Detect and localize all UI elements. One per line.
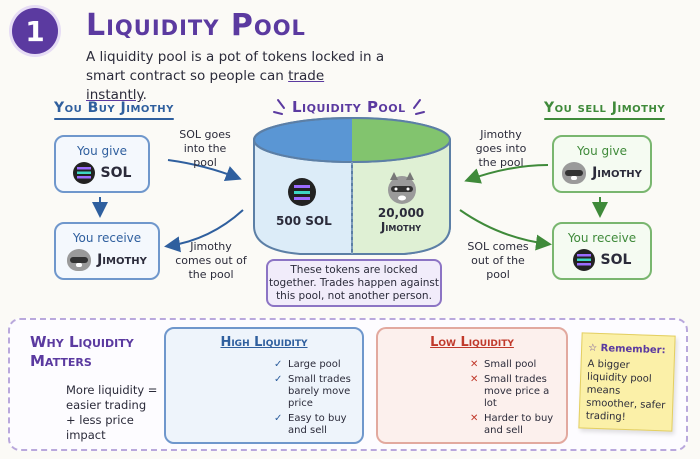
sell-heading-text: You sell Jimothy xyxy=(544,100,666,116)
sell-give-token: Jimothy xyxy=(592,165,642,181)
high-list: ✓Large pool ✓Small trades barely move pr… xyxy=(274,359,364,440)
pool-raccoon-icon xyxy=(388,172,416,204)
buy-give-token: SOL xyxy=(100,165,132,181)
sell-receive-token: SOL xyxy=(600,252,632,268)
locked-note: These tokens are locked together. Trades… xyxy=(266,259,442,307)
x-icon: ✕ xyxy=(470,374,479,385)
pool-bowl xyxy=(253,117,451,255)
arrow-jim-in xyxy=(464,164,549,184)
low-title: Low Liquidity xyxy=(430,335,514,350)
sell-give-card: You give Jimothy xyxy=(552,135,652,193)
pool-heading: Liquidity Pool xyxy=(292,98,406,116)
x-icon: ✕ xyxy=(470,413,479,424)
high-item: ✓Easy to buy and sell xyxy=(274,413,347,436)
buy-heading-text: You Buy Jimothy xyxy=(54,100,174,116)
arrow-sol-out xyxy=(459,209,552,251)
x-icon: ✕ xyxy=(470,359,479,370)
locked-note-text: These tokens are locked together. Trades… xyxy=(268,263,440,302)
raccoon-icon xyxy=(562,162,587,184)
pool-sol-coin xyxy=(288,178,316,206)
buy-receive-label: You receive xyxy=(72,231,142,245)
why-text: More liquidity = easier trading + less p… xyxy=(66,383,158,442)
step-number: 1 xyxy=(12,8,58,54)
high-item: ✓Large pool xyxy=(274,359,341,370)
high-title: High Liquidity xyxy=(220,335,308,350)
remember-title: Remember: xyxy=(600,343,666,357)
buy-note-in: SOL goes into the pool xyxy=(179,128,231,169)
pool-jim-amount: 20,000 xyxy=(377,206,425,220)
pool-jim-label: Jimothy xyxy=(380,220,422,234)
remember-text: A bigger liquidity pool means smoother, … xyxy=(585,358,666,423)
subtitle-text: A liquidity pool is a pot of tokens lock… xyxy=(86,49,385,84)
sol-icon xyxy=(572,249,595,271)
sell-receive-label: You receive xyxy=(567,231,637,245)
check-icon: ✓ xyxy=(274,413,283,424)
star-icon: ☆ xyxy=(587,342,598,354)
page-subtitle: A liquidity pool is a pot of tokens lock… xyxy=(86,48,386,105)
raccoon-icon xyxy=(67,249,92,271)
check-icon: ✓ xyxy=(274,374,283,385)
remember-note: ☆ Remember: A bigger liquidity pool mean… xyxy=(578,332,676,432)
high-liquidity-card: High Liquidity ✓Large pool ✓Small trades… xyxy=(164,327,364,444)
low-item: ✕Small pool xyxy=(470,359,537,370)
low-list: ✕Small pool ✕Small trades move price a l… xyxy=(470,359,564,440)
arrow-jim-out xyxy=(164,209,244,253)
buy-heading: You Buy Jimothy xyxy=(54,100,174,120)
low-item: ✕Harder to buy and sell xyxy=(470,413,554,436)
sell-heading: You sell Jimothy xyxy=(544,100,666,120)
pool-sol-amount: 500 SOL xyxy=(276,214,332,228)
buy-receive-card: You receive Jimothy xyxy=(54,222,160,280)
low-item: ✕Small trades move price a lot xyxy=(470,374,550,409)
low-liquidity-card: Low Liquidity ✕Small pool ✕Small trades … xyxy=(376,327,568,444)
pool-jim-block: 20,000 Jimothy xyxy=(368,206,434,234)
high-item: ✓Small trades barely move price xyxy=(274,374,351,409)
subtitle-end: . xyxy=(142,87,147,103)
sell-note-in: Jimothy goes into the pool xyxy=(475,128,527,169)
subtitle-emphasis: trade instantly xyxy=(86,68,325,103)
buy-receive-token: Jimothy xyxy=(97,252,147,268)
sell-note-out: SOL comes out of the pool xyxy=(467,240,529,281)
buy-note-out: Jimothy comes out of the pool xyxy=(175,240,247,281)
sol-icon xyxy=(72,162,95,184)
remember-title-row: ☆ Remember: xyxy=(588,342,668,358)
pool-heading-sparks xyxy=(273,99,425,115)
why-title: Why Liquidity Matters xyxy=(30,333,134,370)
arrow-sol-in xyxy=(167,159,242,182)
buy-give-label: You give xyxy=(77,144,127,158)
buy-give-card: You give SOL xyxy=(54,135,150,193)
page-title: Liquidity Pool xyxy=(86,8,306,43)
sell-receive-card: You receive SOL xyxy=(552,222,652,280)
check-icon: ✓ xyxy=(274,359,283,370)
sell-give-label: You give xyxy=(577,144,627,158)
